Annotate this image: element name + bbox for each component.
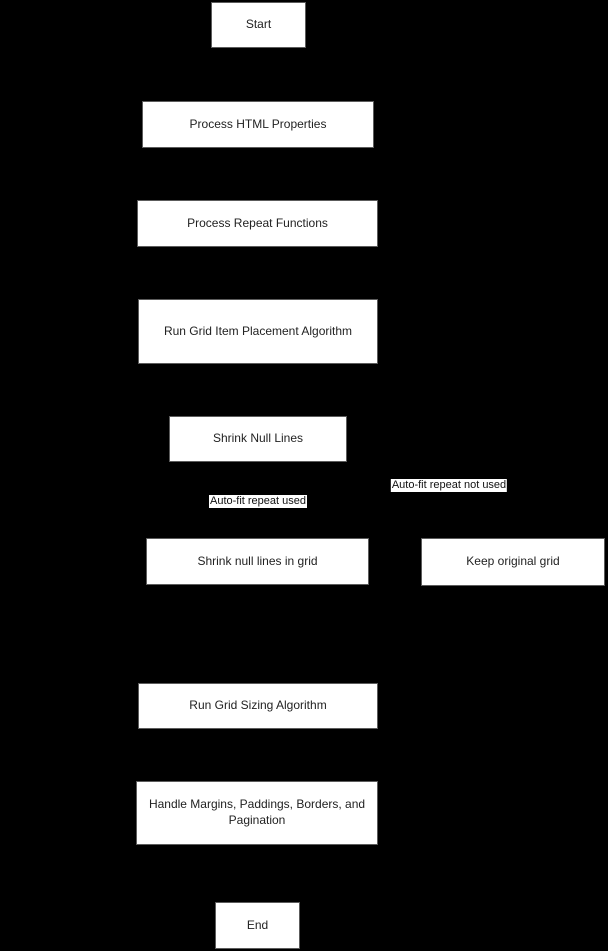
- flow-node-handle-margins-paddings-borders-pagination: Handle Margins, Paddings, Borders, and P…: [136, 781, 378, 845]
- flow-node-shrink-null-lines-in-grid: Shrink null lines in grid: [146, 538, 369, 585]
- flow-node-run-grid-sizing-algorithm: Run Grid Sizing Algorithm: [138, 683, 378, 729]
- flow-node-run-grid-item-placement-algorithm: Run Grid Item Placement Algorithm: [138, 299, 378, 364]
- edge-label-auto-fit-repeat-used: Auto-fit repeat used: [208, 495, 308, 508]
- flow-node-process-repeat-functions: Process Repeat Functions: [137, 200, 378, 247]
- flow-node-keep-original-grid: Keep original grid: [421, 538, 605, 586]
- flow-node-start: Start: [211, 2, 306, 48]
- flow-node-end: End: [215, 902, 300, 949]
- flow-node-process-html-properties: Process HTML Properties: [142, 101, 374, 148]
- edge-label-auto-fit-repeat-not-used: Auto-fit repeat not used: [390, 479, 508, 492]
- flow-node-shrink-null-lines: Shrink Null Lines: [169, 416, 347, 462]
